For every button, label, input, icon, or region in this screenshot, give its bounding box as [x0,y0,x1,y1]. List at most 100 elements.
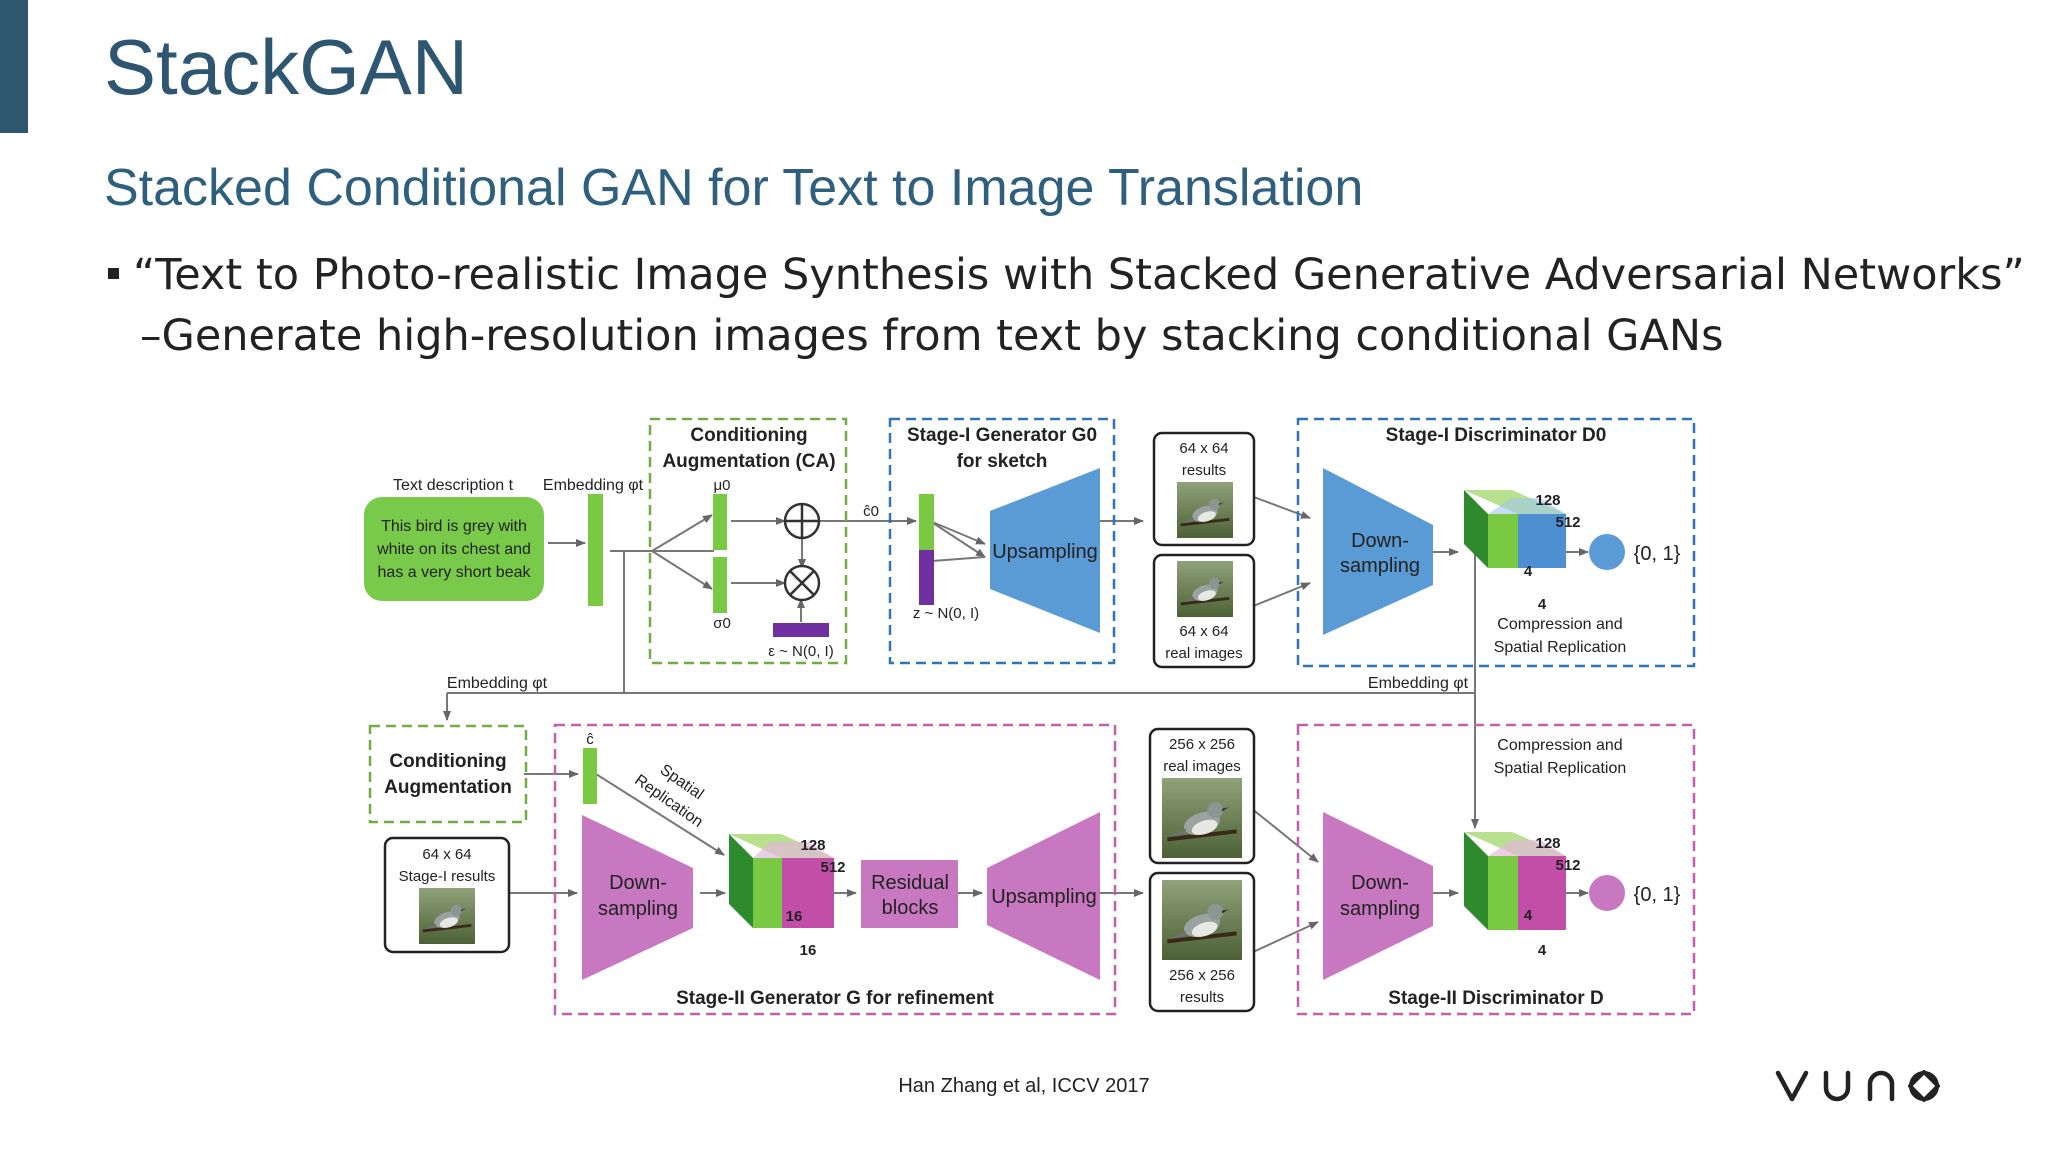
text-line-1: This bird is grey with [381,518,527,535]
ca2-dashed-box [368,724,528,824]
disc1-dim-4b: 4 [1538,596,1547,613]
gen2-dim-512: 512 [820,859,845,876]
sigma0-bar [713,557,727,613]
results-64-line-2: results [1182,462,1226,479]
downsampling-1-line-1: Down- [1351,530,1409,552]
discriminator2-dashed-box [1296,723,1696,1016]
ca-title-line-2: Augmentation (CA) [662,451,835,472]
c0-hat-label: ĉ0 [863,503,879,520]
results-64-line-1: 64 x 64 [1179,440,1228,457]
text-line-2: white on its chest and [376,541,531,558]
sub-bullet-text: –Generate high-resolution images from te… [140,311,1724,361]
downsampling-block-2 [582,815,693,980]
stage1-results-line-1: 64 x 64 [422,846,471,863]
mu0-bar [713,494,727,550]
downsampling-2-line-2: sampling [598,898,678,920]
residual-line-2: blocks [882,897,939,919]
disc2-dim-4a: 4 [1524,907,1533,924]
c-hat-bar [583,748,597,804]
discriminator1-dashed-box [1296,417,1696,668]
connectors [443,495,1589,954]
slide-subtitle: Stacked Conditional GAN for Text to Imag… [104,159,1364,217]
upsampling-label-2: Upsampling [991,886,1097,908]
compression-2-line-1: Compression and [1497,737,1622,754]
upsampling-label-1: Upsampling [992,541,1098,563]
generator1-title-line-2: for sketch [957,451,1048,472]
accent-bar [0,0,28,133]
real-256-image [1162,778,1242,858]
epsilon-label: ε ~ N(0, I) [768,643,833,660]
generator2-title: Stage-II Generator G for refinement [676,988,994,1009]
disc1-output-label: {0, 1} [1634,543,1681,565]
disc2-dim-128: 128 [1535,835,1560,852]
results-256-line-1: 256 x 256 [1169,967,1235,984]
downsampling-3-line-1: Down- [1351,872,1409,894]
generator2-dashed-box [553,723,1117,1016]
mu0-label: μ0 [714,477,731,494]
generator1-title-line-1: Stage-I Generator G0 [907,425,1097,446]
text-description-box [364,497,544,601]
citation: Han Zhang et al, ICCV 2017 [898,1075,1150,1097]
results-256-image [1162,880,1242,960]
embedding-bar [588,494,603,606]
c0-bar [919,494,934,550]
ca-title-line-1: Conditioning [690,425,807,446]
bullet-text: “Text to Photo-realistic Image Synthesis… [133,250,2025,300]
real-64-line-1: 64 x 64 [1179,623,1228,640]
feature-cube-2 [729,834,834,928]
downsampling-2-line-1: Down- [609,872,667,894]
gen2-dim-16a: 16 [786,908,803,925]
embedding-label-right: Embedding φt [1368,675,1469,692]
disc1-dim-512: 512 [1555,514,1580,531]
sigma0-label: σ0 [713,615,731,632]
stage1-results-line-2: Stage-I results [399,868,496,885]
compression-1-line-1: Compression and [1497,616,1622,633]
compression-1-line-2: Spatial Replication [1494,639,1627,656]
results-256-line-2: results [1180,989,1224,1006]
feature-cube-3 [1464,832,1566,930]
ca2-title-line-2: Augmentation [384,777,512,798]
results-64-image [1176,482,1234,538]
upsampling-block-1 [990,468,1100,633]
disc2-output-node [1589,875,1625,911]
compression-2-line-2: Spatial Replication [1494,760,1627,777]
disc2-dim-512: 512 [1555,857,1580,874]
discriminator2-title: Stage-II Discriminator D [1388,988,1603,1009]
gen2-dim-16b: 16 [800,942,817,959]
text-line-3: has a very short beak [378,564,532,581]
vuno-logo [1775,1070,1940,1102]
downsampling-3-line-2: sampling [1340,898,1420,920]
bullet-square-icon [108,268,119,279]
embedding-label-top: Embedding φt [543,477,644,494]
stage1-results-image [418,888,476,944]
text-description-label: Text description t [393,477,514,494]
ca2-title-line-1: Conditioning [389,751,506,772]
discriminator1-title: Stage-I Discriminator D0 [1386,425,1607,446]
downsampling-block-3 [1323,812,1433,980]
disc2-output-label: {0, 1} [1634,884,1681,906]
disc2-dim-4b: 4 [1538,942,1547,959]
disc1-output-node [1589,534,1625,570]
residual-blocks [861,860,958,928]
gen2-dim-128: 128 [800,837,825,854]
real-64-image [1176,561,1234,617]
feature-cube-1 [1464,490,1566,568]
real-256-line-2: real images [1163,758,1241,775]
downsampling-block-1 [1323,468,1433,635]
ca-dashed-box [648,417,848,665]
residual-line-1: Residual [871,872,949,894]
epsilon-bar [773,623,829,637]
downsampling-1-line-2: sampling [1340,555,1420,577]
slide-title: StackGAN [104,23,469,111]
z-noise-bar [919,550,934,605]
upsampling-block-2 [987,812,1100,980]
c-hat-label: ĉ [586,731,594,748]
embedding-label-left: Embedding φt [447,675,548,692]
real-256-line-1: 256 x 256 [1169,736,1235,753]
real-64-line-2: real images [1165,645,1243,662]
bullet-item: “Text to Photo-realistic Image Synthesis… [108,250,2025,300]
disc1-dim-128: 128 [1535,492,1560,509]
generator1-dashed-box [888,417,1116,665]
z-noise-label: z ~ N(0, I) [913,605,979,622]
